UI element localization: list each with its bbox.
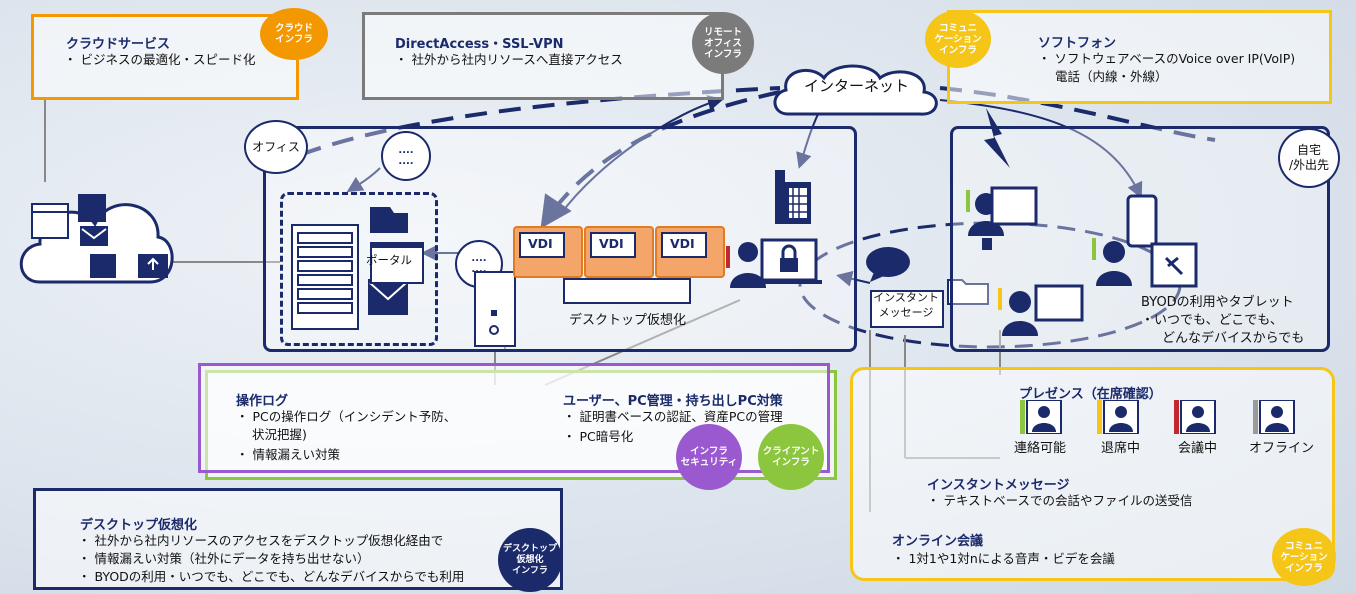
internet-cloud xyxy=(773,64,938,116)
softphone-line2: 電話（内線・外線） xyxy=(1055,69,1168,84)
vdi-server xyxy=(563,278,691,304)
server-group xyxy=(280,192,438,346)
softphone-line1: ・ ソフトウェアベースのVoice over IP(VoIP) xyxy=(1038,51,1296,66)
presence-label-away: 退席中 xyxy=(1101,441,1141,456)
presence-label-offline: オフライン xyxy=(1249,441,1315,456)
user-icon xyxy=(1174,400,1216,434)
instant-message-label: インスタント メッセージ xyxy=(873,291,939,319)
presence-status-away: 退席中 xyxy=(1093,400,1163,458)
portal-window xyxy=(370,242,424,284)
cloud-service-box xyxy=(31,14,299,100)
chat-bubble-icon xyxy=(866,247,910,282)
direct-access-title: DirectAccess・SSL-VPN xyxy=(395,37,564,52)
cloud-service-title: クラウドサービス xyxy=(66,37,171,52)
client-badge: クライアント インフラ xyxy=(758,424,824,490)
vdi-screen-2 xyxy=(590,232,636,258)
communication-badge-top: コミュニ ケーション インフラ xyxy=(925,10,991,68)
user-pc-title: ユーザー、PC管理・持ち出しPC対策 xyxy=(563,394,783,409)
presence-status-available: 連絡可能 xyxy=(1014,400,1086,458)
byod-line1: BYODの利用やタブレット xyxy=(1141,295,1294,310)
cloud-badge: クラウド インフラ xyxy=(260,8,328,60)
desktop-virtualization-badge: デスクトップ 仮想化 インフラ xyxy=(498,528,562,592)
office-user-laptop-icon xyxy=(726,238,822,288)
remote-user-laptop-icon xyxy=(998,284,1084,336)
vdi-label-2: VDI xyxy=(599,236,624,251)
online-meeting-line1: ・ 1対1や1対nによる音声・ビデを会議 xyxy=(892,551,1115,566)
user-icon xyxy=(1097,400,1139,434)
desk-phone-icon xyxy=(775,170,811,224)
vdi-label-3: VDI xyxy=(670,236,695,251)
user-icon xyxy=(1020,400,1062,434)
operation-log-line3: ・ 情報漏えい対策 xyxy=(236,447,340,462)
operation-log-line2: 状況把握) xyxy=(252,427,307,442)
presence-status-meeting: 会議中 xyxy=(1170,400,1240,458)
vdi-screen-3 xyxy=(661,232,707,258)
wireless-signal-icon xyxy=(984,108,1010,168)
user-pc-line2: ・ PC暗号化 xyxy=(563,429,634,444)
presence-status-offline: オフライン xyxy=(1249,400,1329,458)
vdi-screen-1 xyxy=(519,232,565,258)
desktop-virtualization-box xyxy=(33,488,563,590)
smartphone-icon xyxy=(1126,194,1158,248)
office-label: オフィス xyxy=(244,120,308,174)
byod-line2: ・いつでも、どこでも、 xyxy=(1141,313,1283,328)
presence-title: プレゼンス（在席確認） xyxy=(1019,387,1162,402)
folder-icon xyxy=(947,279,989,305)
user-icon xyxy=(1253,400,1295,434)
direct-access-box xyxy=(362,12,724,100)
home-label: 自宅 /外出先 xyxy=(1278,128,1340,188)
operation-log-line1: ・ PCの操作ログ（インシデント予防、 xyxy=(236,409,457,424)
tower-pc-icon xyxy=(474,271,516,347)
communication-badge-bottom: コミュニ ケーション インフラ xyxy=(1272,528,1336,586)
desktop-virtualization-line3: ・ BYODの利用・いつでも、どこでも、どんなデバイスからでも利用 xyxy=(78,569,465,584)
desktop-virtualization-line2: ・ 情報漏えい対策（社外にデータを持ち出せない） xyxy=(78,551,370,566)
instant-message-box xyxy=(870,290,944,328)
presence-label-meeting: 会議中 xyxy=(1178,441,1218,456)
cloud-icon xyxy=(19,194,174,284)
remote-office-badge: リモート オフィス インフラ xyxy=(692,12,754,74)
security-badge: インフラ セキュリティ xyxy=(676,424,742,490)
byod-line3: どんなデバイスからでも xyxy=(1162,331,1305,346)
desktop-virtualization-line1: ・ 社外から社内リソースのアクセスをデスクトップ仮想化経由で xyxy=(78,533,444,548)
magnifier-bubble-top: .... .... xyxy=(381,131,431,181)
softphone-title: ソフトフォン xyxy=(1038,36,1117,51)
operation-log-title: 操作ログ xyxy=(236,394,289,409)
vdi-label-1: VDI xyxy=(528,236,553,251)
desktop-virtualization-label: デスクトップ仮想化 xyxy=(569,313,687,328)
server-icon xyxy=(291,207,408,330)
softphone-box xyxy=(947,10,1332,104)
desktop-virtualization-title: デスクトップ仮想化 xyxy=(80,518,198,533)
direct-access-line1: ・ 社外から社内リソースへ直接アクセス xyxy=(395,52,623,67)
internet-label: インターネット xyxy=(804,77,910,95)
cloud-service-line1: ・ ビジネスの最適化・スピード化 xyxy=(64,52,256,67)
instant-message-line1: ・ テキストベースでの会話やファイルの送受信 xyxy=(927,493,1193,508)
online-meeting-title: オンライン会議 xyxy=(892,534,984,549)
presence-label-available: 連絡可能 xyxy=(1014,441,1067,456)
instant-message-title: インスタントメッセージ xyxy=(927,478,1070,493)
remote-user-tablet-icon xyxy=(1092,238,1198,288)
portal-label: ポータル xyxy=(366,253,412,267)
user-pc-line1: ・ 証明書ベースの認証、資産PCの管理 xyxy=(563,409,783,424)
remote-user-desk-icon xyxy=(966,186,1038,250)
